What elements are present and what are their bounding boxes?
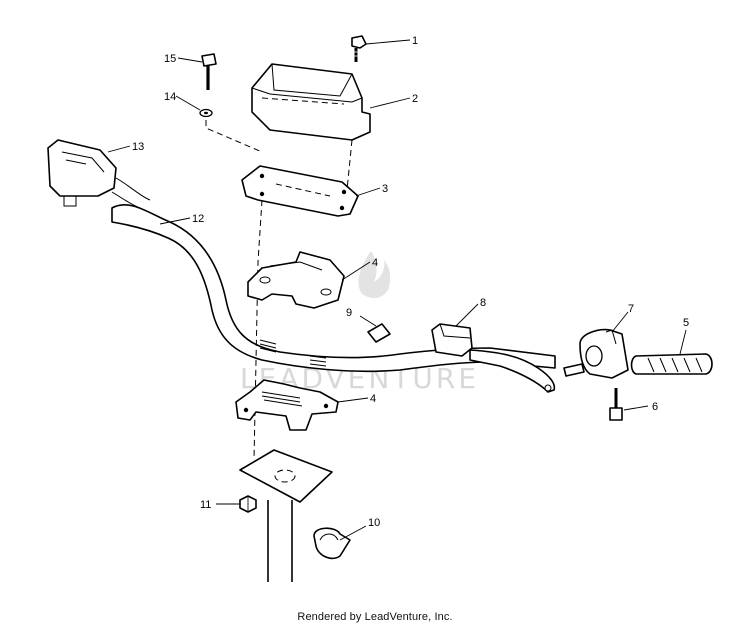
- callout-14: 14: [164, 91, 176, 103]
- lower-clamp: [235, 379, 339, 431]
- bolt-1: [351, 35, 367, 62]
- callout-13: 13: [132, 141, 144, 153]
- callout-6: 6: [652, 401, 658, 413]
- callout-4-upper: 4: [372, 257, 378, 269]
- washer-14: [199, 108, 213, 118]
- hand-grip: [630, 353, 713, 375]
- callout-11: 11: [200, 499, 211, 511]
- spacer-block: [367, 323, 391, 343]
- callout-8: 8: [480, 297, 486, 309]
- callout-3: 3: [382, 183, 388, 195]
- switch-housing: [563, 328, 629, 379]
- callout-7: 7: [628, 303, 634, 315]
- brake-lever-assembly: [431, 323, 556, 393]
- callout-2: 2: [412, 93, 418, 105]
- callout-15: 15: [164, 53, 176, 65]
- callout-labels: 1 2 3 4 4 5 6 7 8 9 10 11 12 13 14 15: [132, 35, 689, 529]
- footer-credit: Rendered by LeadVenture, Inc.: [297, 611, 453, 623]
- leader-lines: [107, 39, 687, 541]
- screw-6: [609, 388, 623, 421]
- assembly-line-center: [253, 199, 263, 461]
- left-control-housing: [47, 139, 151, 209]
- callout-9: 9: [346, 307, 352, 319]
- handlebar-pad: [251, 63, 371, 141]
- steering-post: [267, 500, 293, 582]
- assembly-line-left: [205, 120, 263, 153]
- bolt-15: [201, 53, 217, 90]
- nut-11: [239, 495, 257, 513]
- handlebar: [111, 204, 556, 373]
- callout-12: 12: [192, 213, 204, 225]
- steering-post-plate: [239, 449, 333, 503]
- upper-clamp: [247, 251, 345, 309]
- handlebar-plate: [241, 165, 359, 217]
- callout-4-lower: 4: [370, 393, 376, 405]
- callout-10: 10: [368, 517, 380, 529]
- callout-1: 1: [412, 35, 418, 47]
- callout-5: 5: [683, 317, 689, 329]
- cable-clamp: [313, 527, 351, 560]
